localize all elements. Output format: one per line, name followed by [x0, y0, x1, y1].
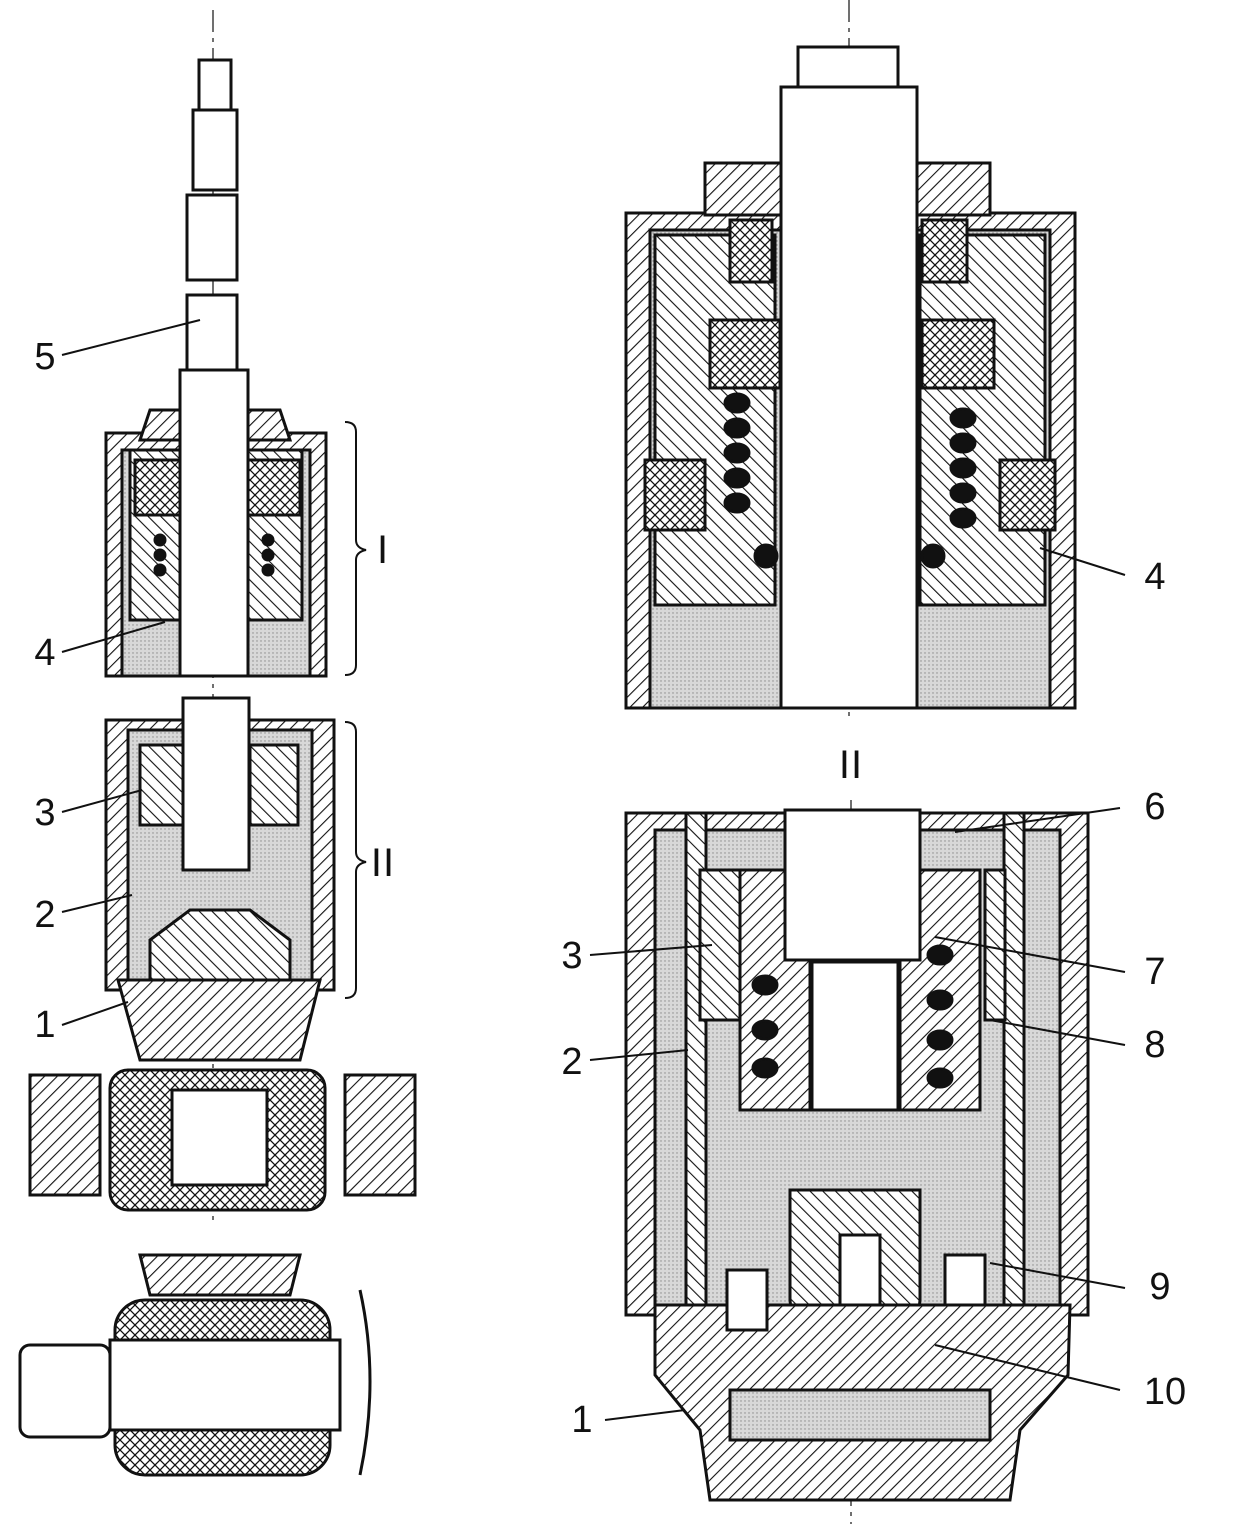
lower-piston-left [138, 743, 190, 827]
section-title-II-right: II [838, 743, 864, 787]
bottom-cap-left-view [116, 978, 322, 1062]
label-2-right: 2 [561, 1041, 583, 1083]
section-label-I: I [376, 528, 390, 572]
guide-body-right [918, 233, 1047, 607]
label-5-left: 5 [34, 336, 56, 378]
section-label-II-left: II [370, 841, 396, 885]
label-4-left: 4 [34, 632, 56, 674]
main-seal-left [708, 318, 782, 390]
label-3-left: 3 [34, 792, 56, 834]
label-3-right: 3 [561, 935, 583, 977]
eye-nut [18, 1343, 112, 1439]
label-2-left: 2 [34, 894, 56, 936]
rod-top-cap [796, 45, 900, 89]
left-leader-lines [61, 319, 367, 1026]
rod-tip [197, 58, 233, 112]
wiper-seal-right [920, 218, 969, 284]
label-7-right: 7 [1144, 951, 1166, 993]
right-bottom-assembly [624, 800, 1090, 1524]
right-top-assembly [624, 0, 1077, 720]
piston-rod-top [779, 85, 919, 710]
wiper-seal-left [728, 218, 774, 284]
bottom-bolts-left-view [28, 1073, 417, 1197]
label-6-right: 6 [1144, 786, 1166, 828]
right-top-leader-4 [1039, 547, 1126, 576]
working-cylinder-right-wall [1002, 811, 1026, 1310]
label-8-right: 8 [1144, 1024, 1166, 1066]
rod-lower [181, 696, 251, 872]
label-4-right-top: 4 [1144, 556, 1166, 598]
right-bottom-leader-lines [589, 807, 1126, 1421]
rod-middle [185, 293, 239, 372]
left-assembly [18, 10, 417, 1477]
lower-piston-right [248, 743, 300, 827]
label-9-right: 9 [1149, 1266, 1171, 1308]
guide-body-left [653, 233, 777, 607]
seal-springs-top [723, 392, 977, 569]
label-1-right: 1 [571, 1399, 593, 1441]
piston-valve-springs [751, 944, 954, 1089]
rod-thread [191, 108, 239, 192]
rod-in-guide [178, 368, 250, 678]
label-10-right: 10 [1143, 1371, 1187, 1413]
label-1-left: 1 [34, 1004, 56, 1046]
rod-upper [185, 193, 239, 282]
main-seal-right [920, 318, 996, 390]
piston-rod-end [783, 808, 922, 962]
